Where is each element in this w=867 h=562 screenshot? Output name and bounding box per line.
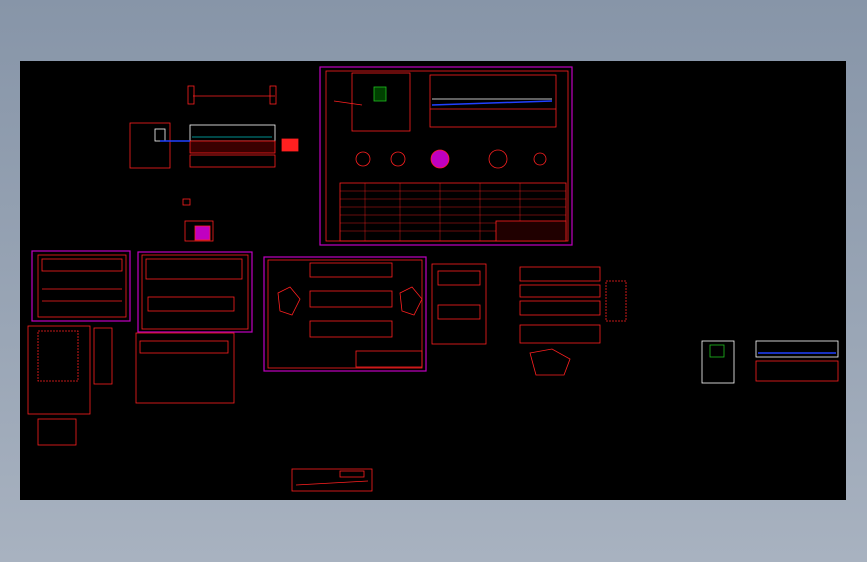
main-assembly-sheet[interactable]	[319, 66, 573, 246]
top-small-assembly[interactable]	[129, 85, 299, 242]
sheet-left-1[interactable]	[31, 250, 131, 322]
cad-viewport[interactable]	[20, 61, 846, 500]
sheet-center[interactable]	[263, 256, 427, 372]
sheet-right-parts[interactable]	[431, 263, 627, 376]
far-right-assembly[interactable]	[701, 340, 839, 384]
bottom-detail[interactable]	[291, 468, 373, 492]
cad-drawing	[27, 66, 839, 492]
sheet-left-3[interactable]	[27, 325, 113, 446]
sheet-left-2[interactable]	[135, 251, 253, 404]
